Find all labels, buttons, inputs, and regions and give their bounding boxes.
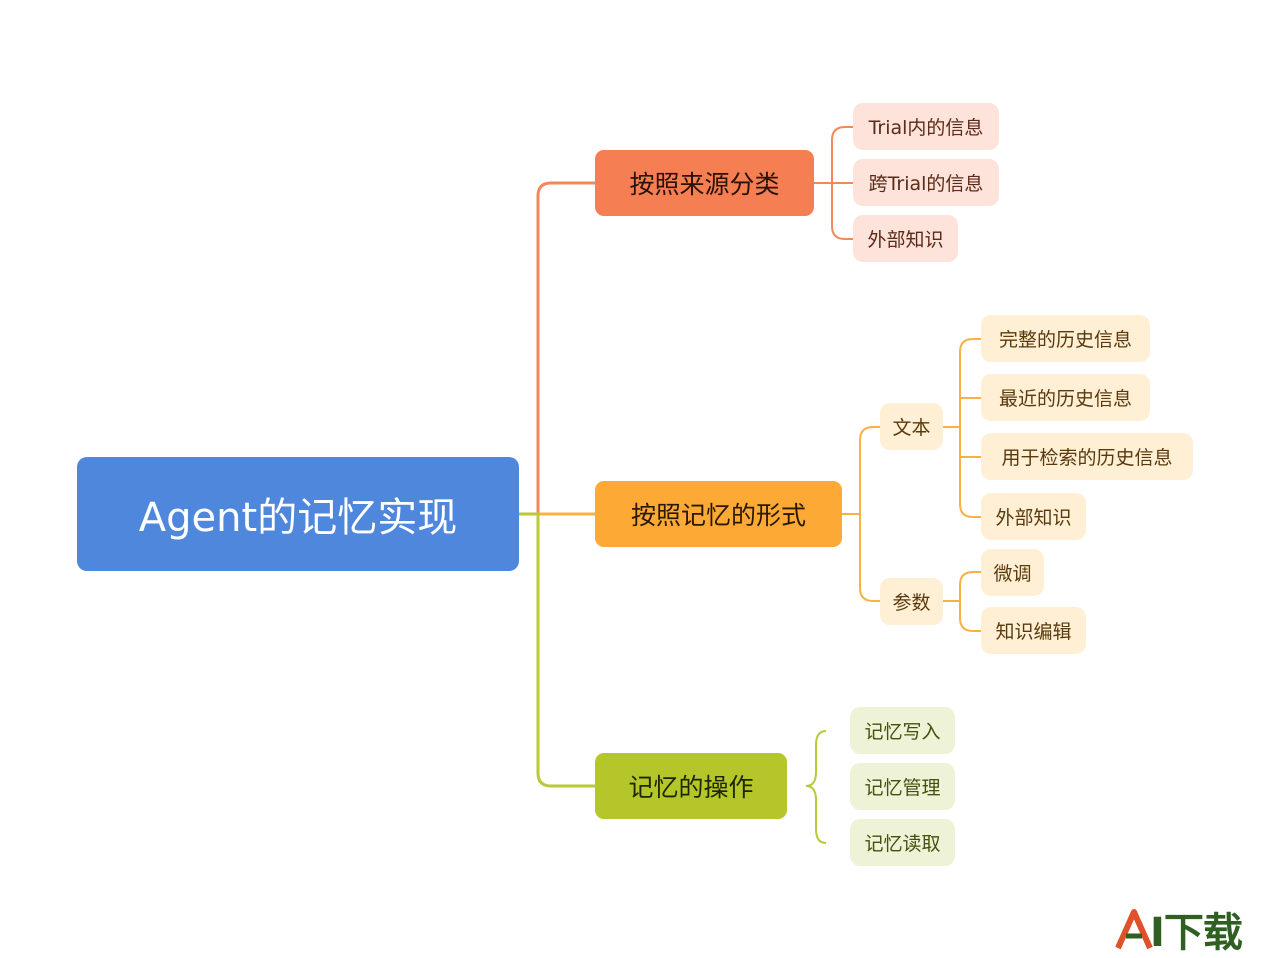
watermark-text: I下载 [1150, 910, 1243, 956]
leaf-trial-internal-info[interactable]: Trial内的信息 [853, 103, 999, 150]
branch-source-classification[interactable]: 按照来源分类 [595, 150, 814, 216]
leaf-memory-read[interactable]: 记忆读取 [850, 819, 955, 866]
leaf-memory-write[interactable]: 记忆写入 [850, 707, 955, 754]
root-topic[interactable]: Agent的记忆实现 [77, 457, 519, 571]
leaf-external-knowledge-source[interactable]: 外部知识 [853, 215, 958, 262]
connector-branch3-brace [805, 730, 827, 844]
connector-root-branch3 [518, 512, 596, 788]
leaf-retrieval-history[interactable]: 用于检索的历史信息 [981, 433, 1193, 480]
leaf-knowledge-editing[interactable]: 知识编辑 [981, 607, 1086, 654]
leaf-cross-trial-info[interactable]: 跨Trial的信息 [853, 159, 999, 206]
connector-param-leaves [942, 571, 982, 632]
branch-memory-operations[interactable]: 记忆的操作 [595, 753, 787, 819]
connector-text-leaves [942, 338, 982, 518]
sub-text[interactable]: 文本 [880, 403, 943, 450]
leaf-memory-management[interactable]: 记忆管理 [850, 763, 955, 810]
connector-branch2-subs [840, 426, 881, 602]
connector-branch1-leaves [813, 126, 854, 240]
leaf-recent-history[interactable]: 最近的历史信息 [981, 374, 1150, 421]
sub-parameters[interactable]: 参数 [880, 578, 943, 625]
connector-root-branch1 [518, 181, 596, 516]
leaf-complete-history[interactable]: 完整的历史信息 [981, 315, 1150, 362]
branch-memory-form[interactable]: 按照记忆的形式 [595, 481, 842, 547]
leaf-fine-tuning[interactable]: 微调 [981, 549, 1044, 596]
leaf-external-knowledge-text[interactable]: 外部知识 [981, 493, 1086, 540]
ai-download-logo-icon [1115, 909, 1153, 950]
